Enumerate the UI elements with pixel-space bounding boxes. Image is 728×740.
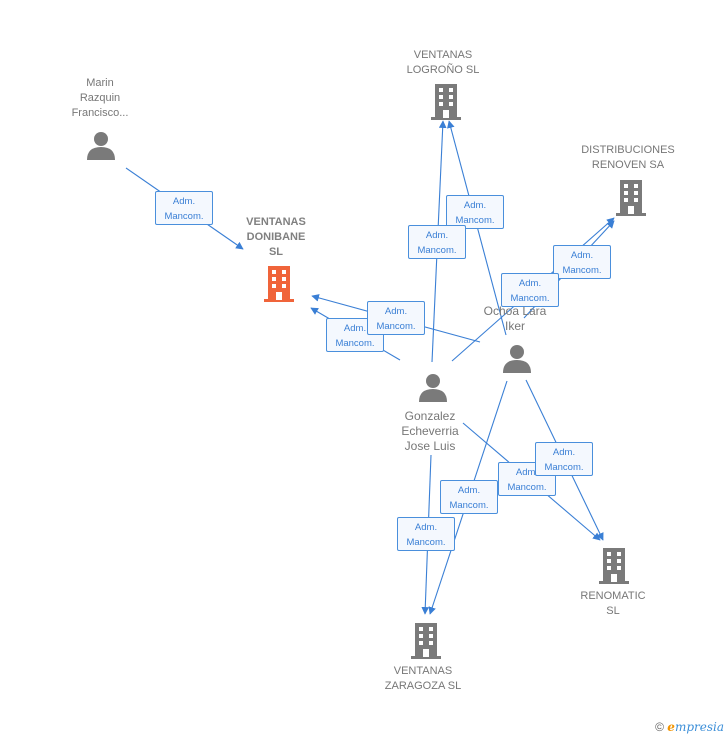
label-line: Francisco... <box>71 107 129 119</box>
building-icon[interactable] <box>430 84 462 120</box>
node-label-ochoa[interactable]: Ochoa Lara Iker <box>465 304 565 334</box>
label-line: LOGROÑO SL <box>406 64 480 76</box>
label-line: Marin <box>86 77 114 89</box>
person-icon[interactable] <box>502 344 532 374</box>
label-line: RENOVEN SA <box>591 159 665 171</box>
edge-label[interactable]: Adm. Mancom. <box>446 195 504 229</box>
label-line: VENTANAS <box>413 49 473 61</box>
edge-label-line1: Adm. <box>414 522 438 533</box>
edge-label-line1: Adm. <box>172 196 196 207</box>
building-icon[interactable] <box>598 548 630 584</box>
edge-label-line1: Adm. <box>570 250 594 261</box>
edge-label[interactable]: Adm. Mancom. <box>440 480 498 514</box>
edge-label-line2: Mancom. <box>562 265 602 276</box>
brand-name: mpresia <box>674 720 724 734</box>
label-line: Jose Luis <box>404 439 456 453</box>
footer-brand[interactable]: © empresia <box>655 720 724 734</box>
edge-label-line1: Adm. <box>515 467 539 478</box>
edge-label-line1: Adm. <box>384 306 408 317</box>
copyright-symbol: © <box>655 720 664 734</box>
label-line: SL <box>606 605 620 617</box>
building-icon[interactable] <box>410 623 442 659</box>
edge-label[interactable]: Adm. Mancom. <box>367 301 425 335</box>
label-line: ZARAGOZA SL <box>384 680 462 692</box>
edge-label-line2: Mancom. <box>510 293 550 304</box>
edge-label-line2: Mancom. <box>417 245 457 256</box>
label-line: RENOMATIC <box>580 590 646 602</box>
edge-label-line2: Mancom. <box>335 338 375 349</box>
edge-label-line1: Adm. <box>343 323 367 334</box>
edge-label-line1: Adm. <box>463 200 487 211</box>
edge-label[interactable]: Adm. Mancom. <box>535 442 593 476</box>
edge-label[interactable]: Adm. Mancom. <box>397 517 455 551</box>
label-line: Gonzalez <box>404 409 456 423</box>
edge-label-line2: Mancom. <box>164 211 204 222</box>
edge-label-line1: Adm. <box>552 447 576 458</box>
edge-label-line2: Mancom. <box>507 482 547 493</box>
edge-label-line2: Mancom. <box>376 321 416 332</box>
person-icon[interactable] <box>418 373 448 403</box>
label-line: Iker <box>504 319 525 333</box>
building-icon[interactable] <box>615 180 647 216</box>
person-icon[interactable] <box>86 131 116 161</box>
label-line: Razquin <box>79 92 121 104</box>
node-label-gonzalez[interactable]: Gonzalez Echeverria Jose Luis <box>380 409 480 454</box>
edge-label-line2: Mancom. <box>544 462 584 473</box>
node-label-donibane[interactable]: VENTANAS DONIBANE SL <box>226 215 326 260</box>
edge-label-line2: Mancom. <box>449 500 489 511</box>
edge-label[interactable]: Adm. Mancom. <box>553 245 611 279</box>
label-line: VENTANAS <box>393 665 453 677</box>
label-line: VENTANAS <box>246 216 306 228</box>
label-line: DONIBANE <box>246 231 306 243</box>
node-label-renoven[interactable]: DISTRIBUCIONES RENOVEN SA <box>568 143 688 173</box>
edge-label[interactable]: Adm. Mancom. <box>155 191 213 225</box>
edge-label-line1: Adm. <box>457 485 481 496</box>
brand-logo-initial: e <box>667 720 675 734</box>
node-label-logrono[interactable]: VENTANAS LOGROÑO SL <box>383 48 503 78</box>
edge-label-line1: Adm. <box>518 278 542 289</box>
node-label-renomatic[interactable]: RENOMATIC SL <box>563 589 663 619</box>
node-label-marin[interactable]: Marin Razquin Francisco... <box>50 76 150 121</box>
label-line: Ochoa Lara <box>483 304 547 318</box>
label-line: Echeverria <box>401 424 459 438</box>
node-label-zaragoza[interactable]: VENTANAS ZARAGOZA SL <box>363 664 483 694</box>
edge-label-line1: Adm. <box>425 230 449 241</box>
building-icon[interactable] <box>263 266 295 302</box>
label-line: DISTRIBUCIONES <box>581 144 675 156</box>
edge-label[interactable]: Adm. Mancom. <box>408 225 466 259</box>
edge-label[interactable]: Adm. Mancom. <box>501 273 559 307</box>
label-line: SL <box>268 246 284 258</box>
edge-label-line2: Mancom. <box>455 215 495 226</box>
edge-label-line2: Mancom. <box>406 537 446 548</box>
